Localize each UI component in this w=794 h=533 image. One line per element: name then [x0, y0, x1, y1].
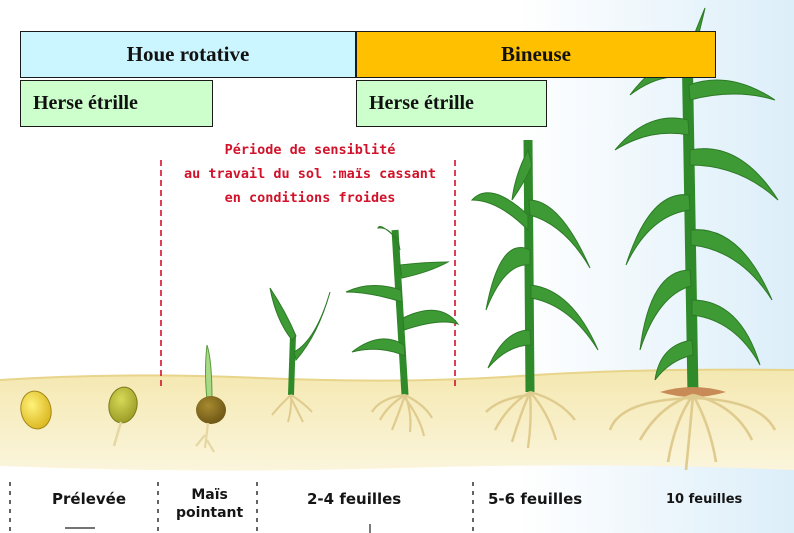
- band-herse-etrille-1: Herse étrille: [20, 80, 213, 127]
- stage-label-10-feuilles: 10 feuilles: [666, 492, 742, 507]
- band-herse-etrille-2: Herse étrille: [356, 80, 547, 127]
- band-houe-rotative: Houe rotative: [20, 31, 356, 78]
- stage-label-prelevee: Prélevée: [52, 490, 126, 508]
- band-bineuse-label: Bineuse: [501, 42, 571, 67]
- stage-label-2-4-feuilles: 2-4 feuilles: [307, 490, 401, 508]
- sensitivity-line-3: en conditions froides: [160, 186, 460, 210]
- stage-label-mais-pointant-line1: Maïs: [176, 486, 243, 504]
- band-herse-etrille-1-label: Herse étrille: [33, 92, 138, 115]
- stage-label-5-6-feuilles: 5-6 feuilles: [488, 490, 582, 508]
- sensitivity-note: Période de sensiblité au travail du sol …: [160, 138, 460, 210]
- stage-label-mais-pointant: Maïs pointant: [176, 486, 243, 522]
- band-bineuse: Bineuse: [356, 31, 716, 78]
- stage-label-mais-pointant-line2: pointant: [176, 504, 243, 522]
- band-herse-etrille-2-label: Herse étrille: [369, 92, 474, 115]
- sensitivity-line-1: Période de sensiblité: [160, 138, 460, 162]
- band-houe-rotative-label: Houe rotative: [127, 42, 250, 67]
- sensitivity-line-2: au travail du sol :maïs cassant: [160, 162, 460, 186]
